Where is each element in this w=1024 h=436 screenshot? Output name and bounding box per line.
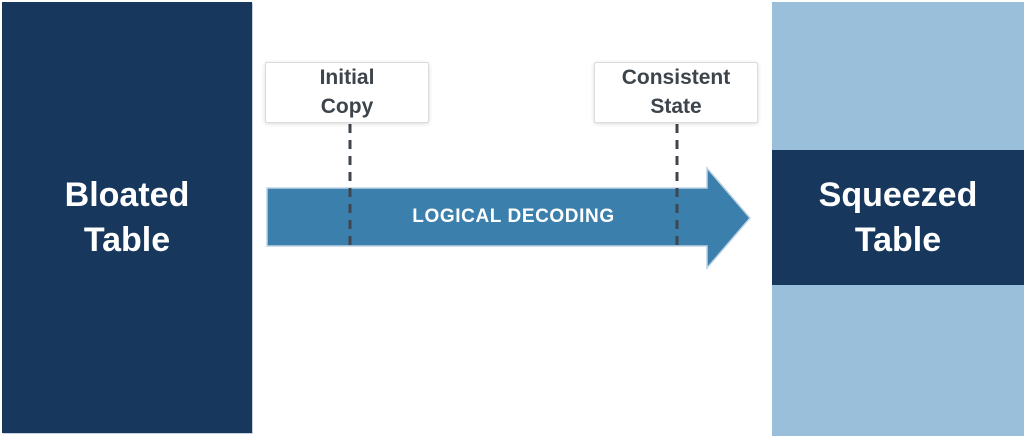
bloated-table-label: Bloated Table [64,175,190,259]
consistent-state-tag: Consistent State [594,62,758,123]
logical-decoding-label: LOGICAL DECODING [412,206,615,227]
consistent-state-label: Consistent State [621,66,731,118]
squeezed-table-box: Squeezed Table [772,2,1024,436]
initial-copy-label: Initial Copy [319,66,375,118]
squeezed-table-label: Squeezed Table [818,175,978,259]
squeezed-table-band: Squeezed Table [772,150,1024,285]
initial-copy-tag: Initial Copy [265,62,429,123]
bloated-table-box: Bloated Table [2,2,252,433]
